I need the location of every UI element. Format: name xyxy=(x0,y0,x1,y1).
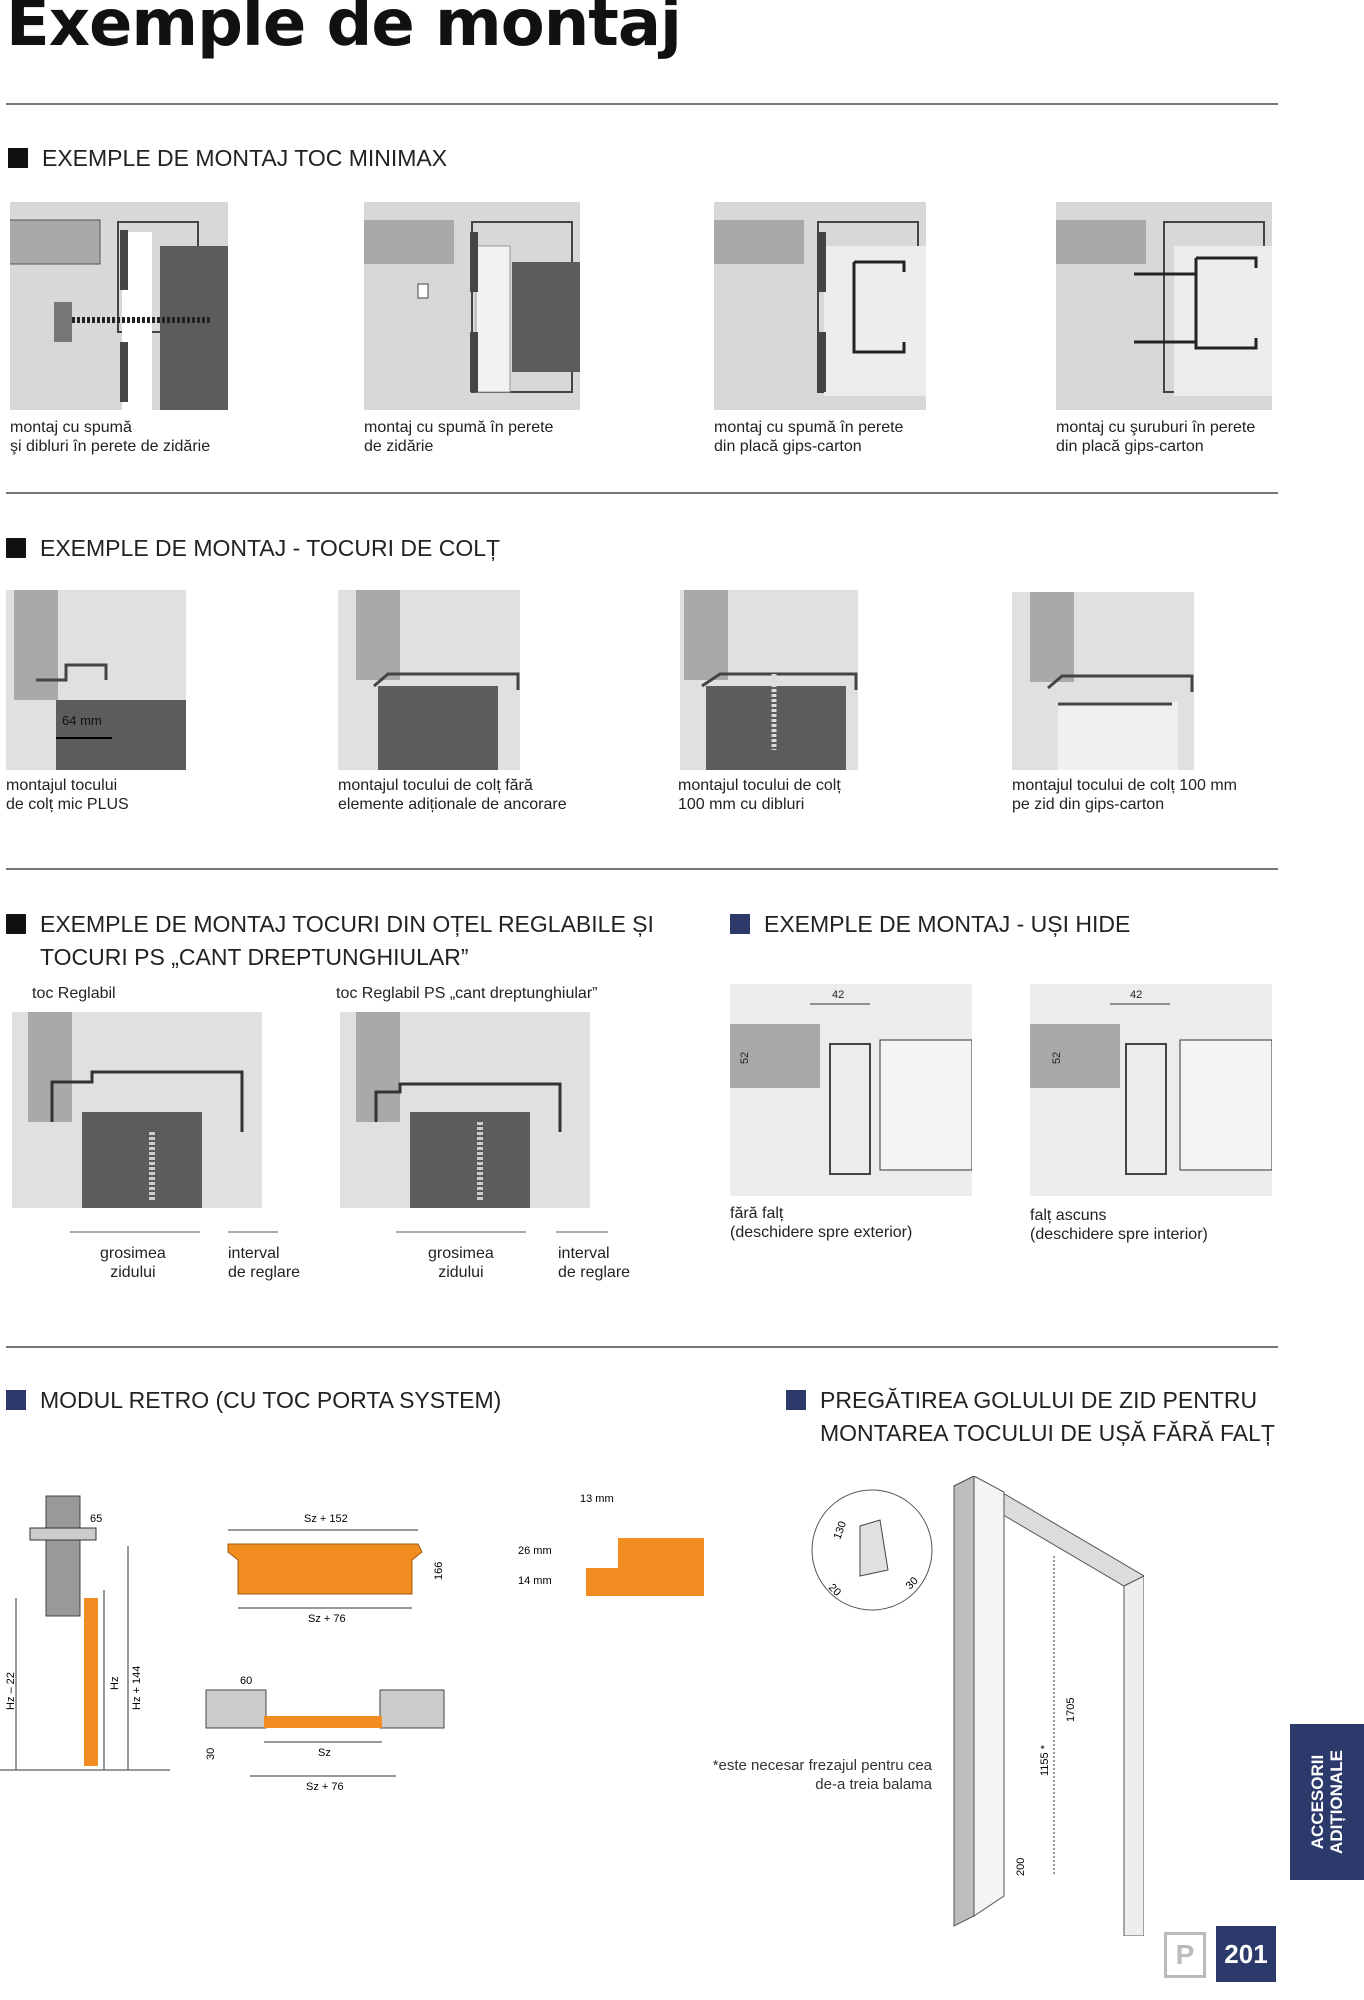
drawing-hinge-detail: 130 20 30 xyxy=(811,1489,933,1611)
section-heading-hide: EXEMPLE DE MONTAJ - UȘI HIDE xyxy=(730,908,1130,941)
brand-logo-icon: P xyxy=(1164,1932,1206,1978)
divider xyxy=(6,103,1278,105)
figure-otel-2 xyxy=(340,1012,590,1208)
dim-30: 30 xyxy=(904,1575,921,1592)
caption-minimax-4: montaj cu şuruburi în perete din placă g… xyxy=(1056,419,1256,455)
dim-52: 52 xyxy=(739,1052,751,1064)
divider xyxy=(6,492,1278,494)
figure-hide-1: 42 52 xyxy=(730,984,972,1196)
section-square-icon xyxy=(6,914,26,934)
caption-colt-3: montajul tocului de colț 100 mm cu diblu… xyxy=(678,777,841,813)
side-tab-accesorii: ACCESORII ADIȚIONALE xyxy=(1290,1724,1364,1880)
dim-14mm: 14 mm xyxy=(518,1575,552,1587)
dim-hz-22: Hz – 22 xyxy=(5,1672,17,1710)
dimension-arrows-otel xyxy=(70,1231,608,1233)
drawing-retro: 65 Hz – 22 Hz Hz + 144 Sz + 152 166 Sz +… xyxy=(0,1493,704,1793)
dim-64mm: 64 mm xyxy=(62,713,102,728)
dim-hz: Hz xyxy=(109,1677,121,1690)
figure-minimax-1 xyxy=(10,202,228,410)
dim-130: 130 xyxy=(832,1520,850,1541)
page-number: 201 xyxy=(1216,1926,1276,1982)
figure-colt-2 xyxy=(338,590,520,770)
dim-200: 200 xyxy=(1015,1858,1027,1876)
caption-colt-4: montajul tocului de colț 100 mm pe zid d… xyxy=(1012,777,1237,813)
caption-colt-2: montajul tocului de colț fără elemente a… xyxy=(338,777,567,813)
dim-13mm: 13 mm xyxy=(580,1493,614,1505)
divider xyxy=(6,868,1278,870)
label-interval-1: interval de reglare xyxy=(228,1245,301,1281)
dim-sz: Sz xyxy=(318,1747,331,1759)
section-heading-colt: EXEMPLE DE MONTAJ - TOCURI DE COLȚ xyxy=(6,532,500,565)
dim-26mm: 26 mm xyxy=(518,1545,552,1557)
side-tab-label: ACCESORII ADIȚIONALE xyxy=(1308,1750,1346,1854)
dim-166: 166 xyxy=(433,1562,445,1580)
section-heading-text: MODUL RETRO (CU TOC PORTA SYSTEM) xyxy=(40,1387,502,1413)
section-square-icon xyxy=(730,914,750,934)
label-toc-reglabil: toc Reglabil xyxy=(32,985,116,1002)
dim-52: 52 xyxy=(1051,1052,1063,1064)
dim-hz-144: Hz + 144 xyxy=(131,1666,143,1710)
dim-1705: 1705 xyxy=(1065,1698,1077,1722)
dim-20: 20 xyxy=(826,1582,843,1599)
figure-minimax-2 xyxy=(364,202,580,410)
section-heading-golul: PREGĂTIREA GOLULUI DE ZID PENTRU MONTARE… xyxy=(786,1384,1275,1450)
caption-minimax-1: montaj cu spumă şi dibluri în perete de … xyxy=(10,419,211,455)
figure-colt-1: 64 mm xyxy=(6,590,186,770)
section-heading-text: PREGĂTIREA GOLULUI DE ZID PENTRU MONTARE… xyxy=(820,1387,1275,1446)
caption-minimax-3: montaj cu spumă în perete din placă gips… xyxy=(714,419,904,455)
figure-minimax-3 xyxy=(714,202,926,410)
section-heading-text: EXEMPLE DE MONTAJ TOC MINIMAX xyxy=(42,145,448,171)
dim-30: 30 xyxy=(205,1748,217,1760)
note-frezaj: *este necesar frezajul pentru cea de-a t… xyxy=(712,1757,932,1793)
divider xyxy=(6,1346,1278,1348)
dim-sz-76-bottom: Sz + 76 xyxy=(306,1781,344,1793)
caption-colt-1: montajul tocului de colț mic PLUS xyxy=(6,777,129,813)
caption-hide-1: fără falț (deschidere spre exterior) xyxy=(730,1205,913,1241)
section-square-icon xyxy=(6,538,26,558)
figure-hide-2: 42 52 xyxy=(1030,984,1272,1196)
label-interval-2: interval de reglare xyxy=(558,1245,631,1281)
dim-1155: 1155 * xyxy=(1039,1744,1051,1776)
figure-minimax-4 xyxy=(1056,202,1272,410)
dim-60: 60 xyxy=(240,1675,252,1687)
dim-sz-76-top: Sz + 76 xyxy=(308,1613,346,1625)
section-heading-minimax: EXEMPLE DE MONTAJ TOC MINIMAX xyxy=(8,142,447,175)
figure-otel-1 xyxy=(12,1012,262,1208)
dim-sz-152: Sz + 152 xyxy=(304,1513,348,1525)
section-square-icon xyxy=(786,1390,806,1410)
section-heading-text: EXEMPLE DE MONTAJ - UȘI HIDE xyxy=(764,911,1131,937)
figure-colt-3 xyxy=(680,590,858,770)
caption-minimax-2: montaj cu spumă în perete de zidărie xyxy=(364,419,554,455)
section-heading-text: EXEMPLE DE MONTAJ - TOCURI DE COLȚ xyxy=(40,535,501,561)
dim-65: 65 xyxy=(90,1513,102,1525)
section-square-icon xyxy=(6,1390,26,1410)
caption-hide-2: falț ascuns (deschidere spre interior) xyxy=(1030,1207,1208,1243)
label-grosimea-2: grosimea zidului xyxy=(428,1245,494,1281)
label-toc-reglabil-ps: toc Reglabil PS „cant dreptunghiular” xyxy=(336,985,598,1002)
dim-42: 42 xyxy=(832,989,844,1001)
page-title: Exemple de montaj xyxy=(6,0,682,61)
section-heading-otel: EXEMPLE DE MONTAJ TOCURI DIN OȚEL REGLAB… xyxy=(6,908,654,974)
dim-42: 42 xyxy=(1130,989,1142,1001)
drawing-wall-opening: 1155 * 1705 200 xyxy=(952,1476,1144,1936)
section-heading-text: EXEMPLE DE MONTAJ TOCURI DIN OȚEL REGLAB… xyxy=(40,911,654,970)
section-heading-retro: MODUL RETRO (CU TOC PORTA SYSTEM) xyxy=(6,1384,501,1417)
label-grosimea-1: grosimea zidului xyxy=(100,1245,166,1281)
section-square-icon xyxy=(8,148,28,168)
figure-colt-4 xyxy=(1012,592,1194,770)
